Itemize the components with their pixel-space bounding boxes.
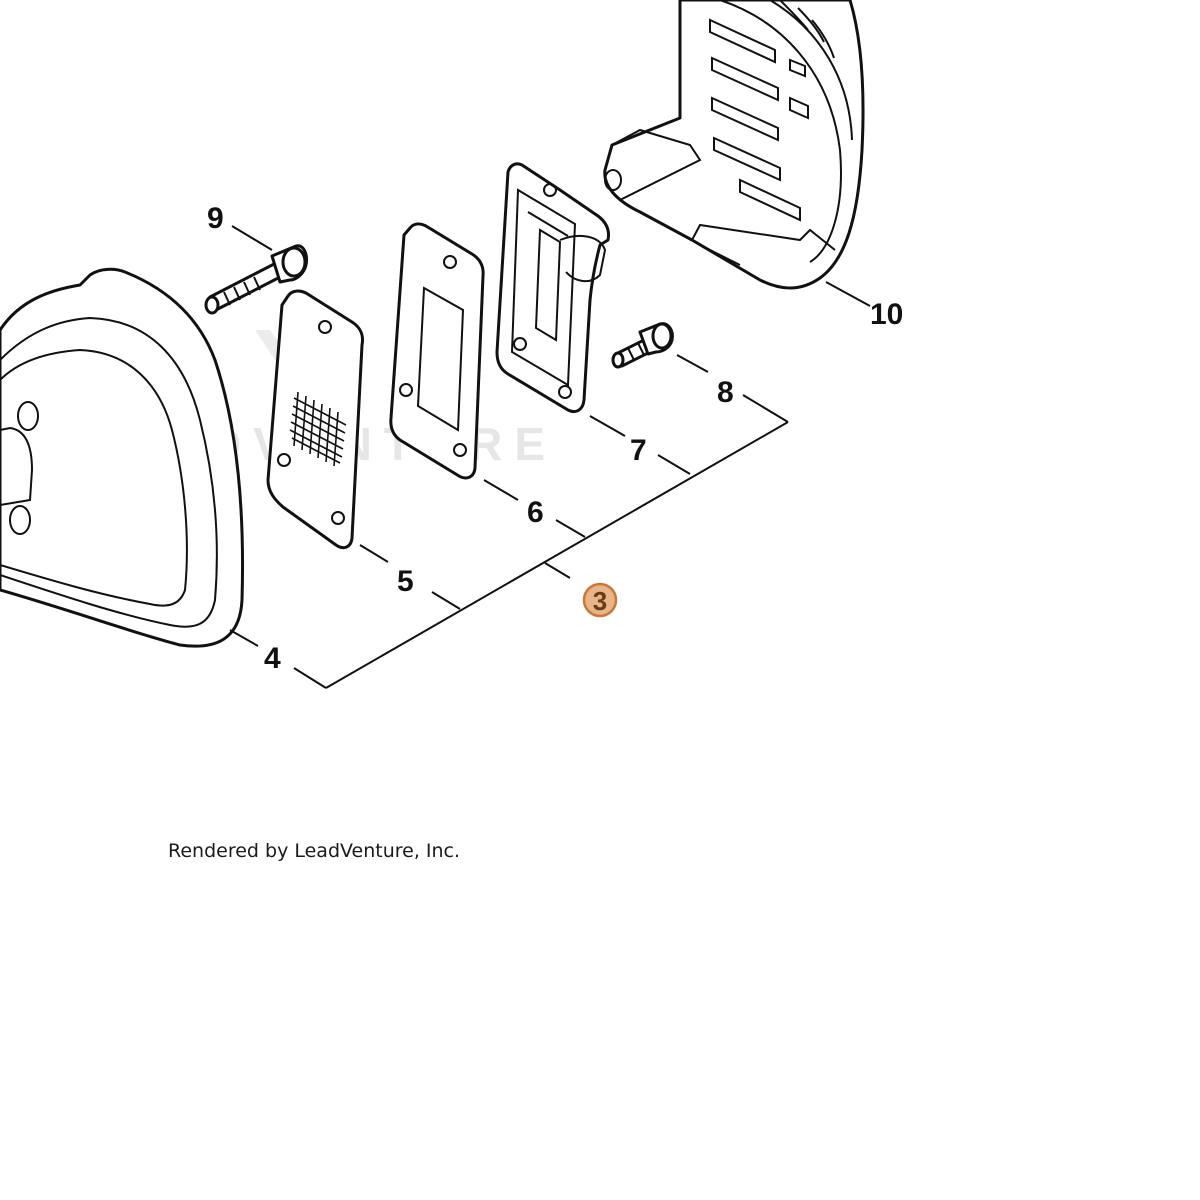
mesh-screen <box>289 391 347 467</box>
short-screw <box>611 322 674 369</box>
callout-3: 3 <box>593 586 607 616</box>
callout-3-badge[interactable]: 3 <box>582 582 618 618</box>
callout-4: 4 <box>264 642 281 675</box>
callout-9: 9 <box>207 202 224 235</box>
screen-plate <box>266 289 364 550</box>
callout-7: 7 <box>630 434 647 467</box>
cover-ribs <box>779 0 835 59</box>
callout-8: 8 <box>717 376 734 409</box>
callout-6: 6 <box>527 496 544 529</box>
gasket <box>389 222 485 480</box>
callout-5: 5 <box>397 565 414 598</box>
muffler-housing <box>0 267 245 648</box>
cover-shroud <box>603 0 865 290</box>
callout-10: 10 <box>870 298 903 331</box>
callout-labels: 9 10 8 7 6 5 4 <box>207 202 903 675</box>
leader-lines <box>229 225 871 689</box>
port-plate <box>495 162 610 414</box>
long-screw <box>204 244 308 315</box>
credit-text: Rendered by LeadVenture, Inc. <box>168 840 460 862</box>
cover-vent-slots <box>709 18 809 222</box>
